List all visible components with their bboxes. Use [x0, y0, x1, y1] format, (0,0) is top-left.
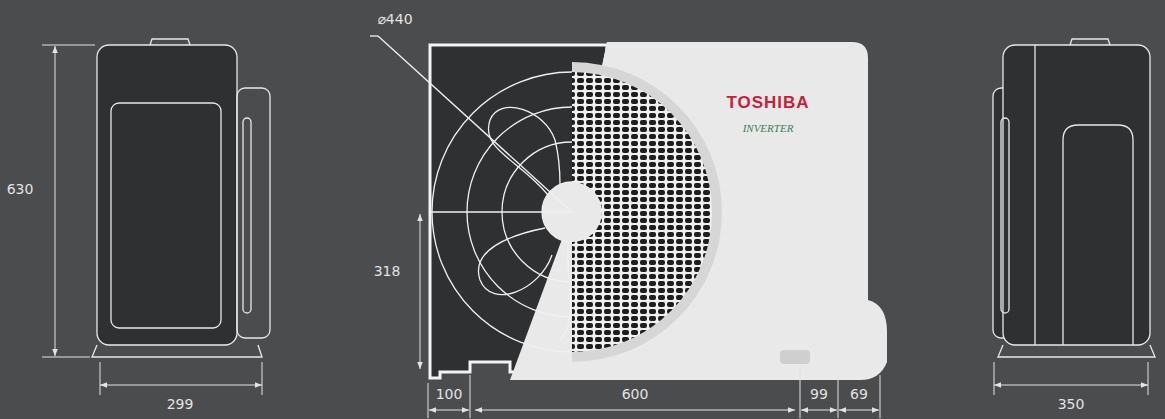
side-view-right — [993, 39, 1155, 357]
width-dimension: 100 — [436, 387, 463, 402]
width-dimension: 299 — [167, 397, 194, 412]
model-logo: INVERTER — [743, 122, 794, 134]
height-dimension: 318 — [374, 264, 401, 279]
side-view-left — [92, 39, 270, 357]
width-dimension: 69 — [850, 387, 868, 402]
width-dimension: 600 — [622, 387, 649, 402]
brand-logo: TOSHIBA — [726, 94, 809, 113]
diameter-dimension: ⌀440 — [377, 12, 412, 27]
height-dimension: 630 — [7, 182, 34, 197]
width-dimension: 99 — [810, 387, 828, 402]
depth-dimension: 350 — [1058, 397, 1085, 412]
front-view — [370, 36, 887, 380]
